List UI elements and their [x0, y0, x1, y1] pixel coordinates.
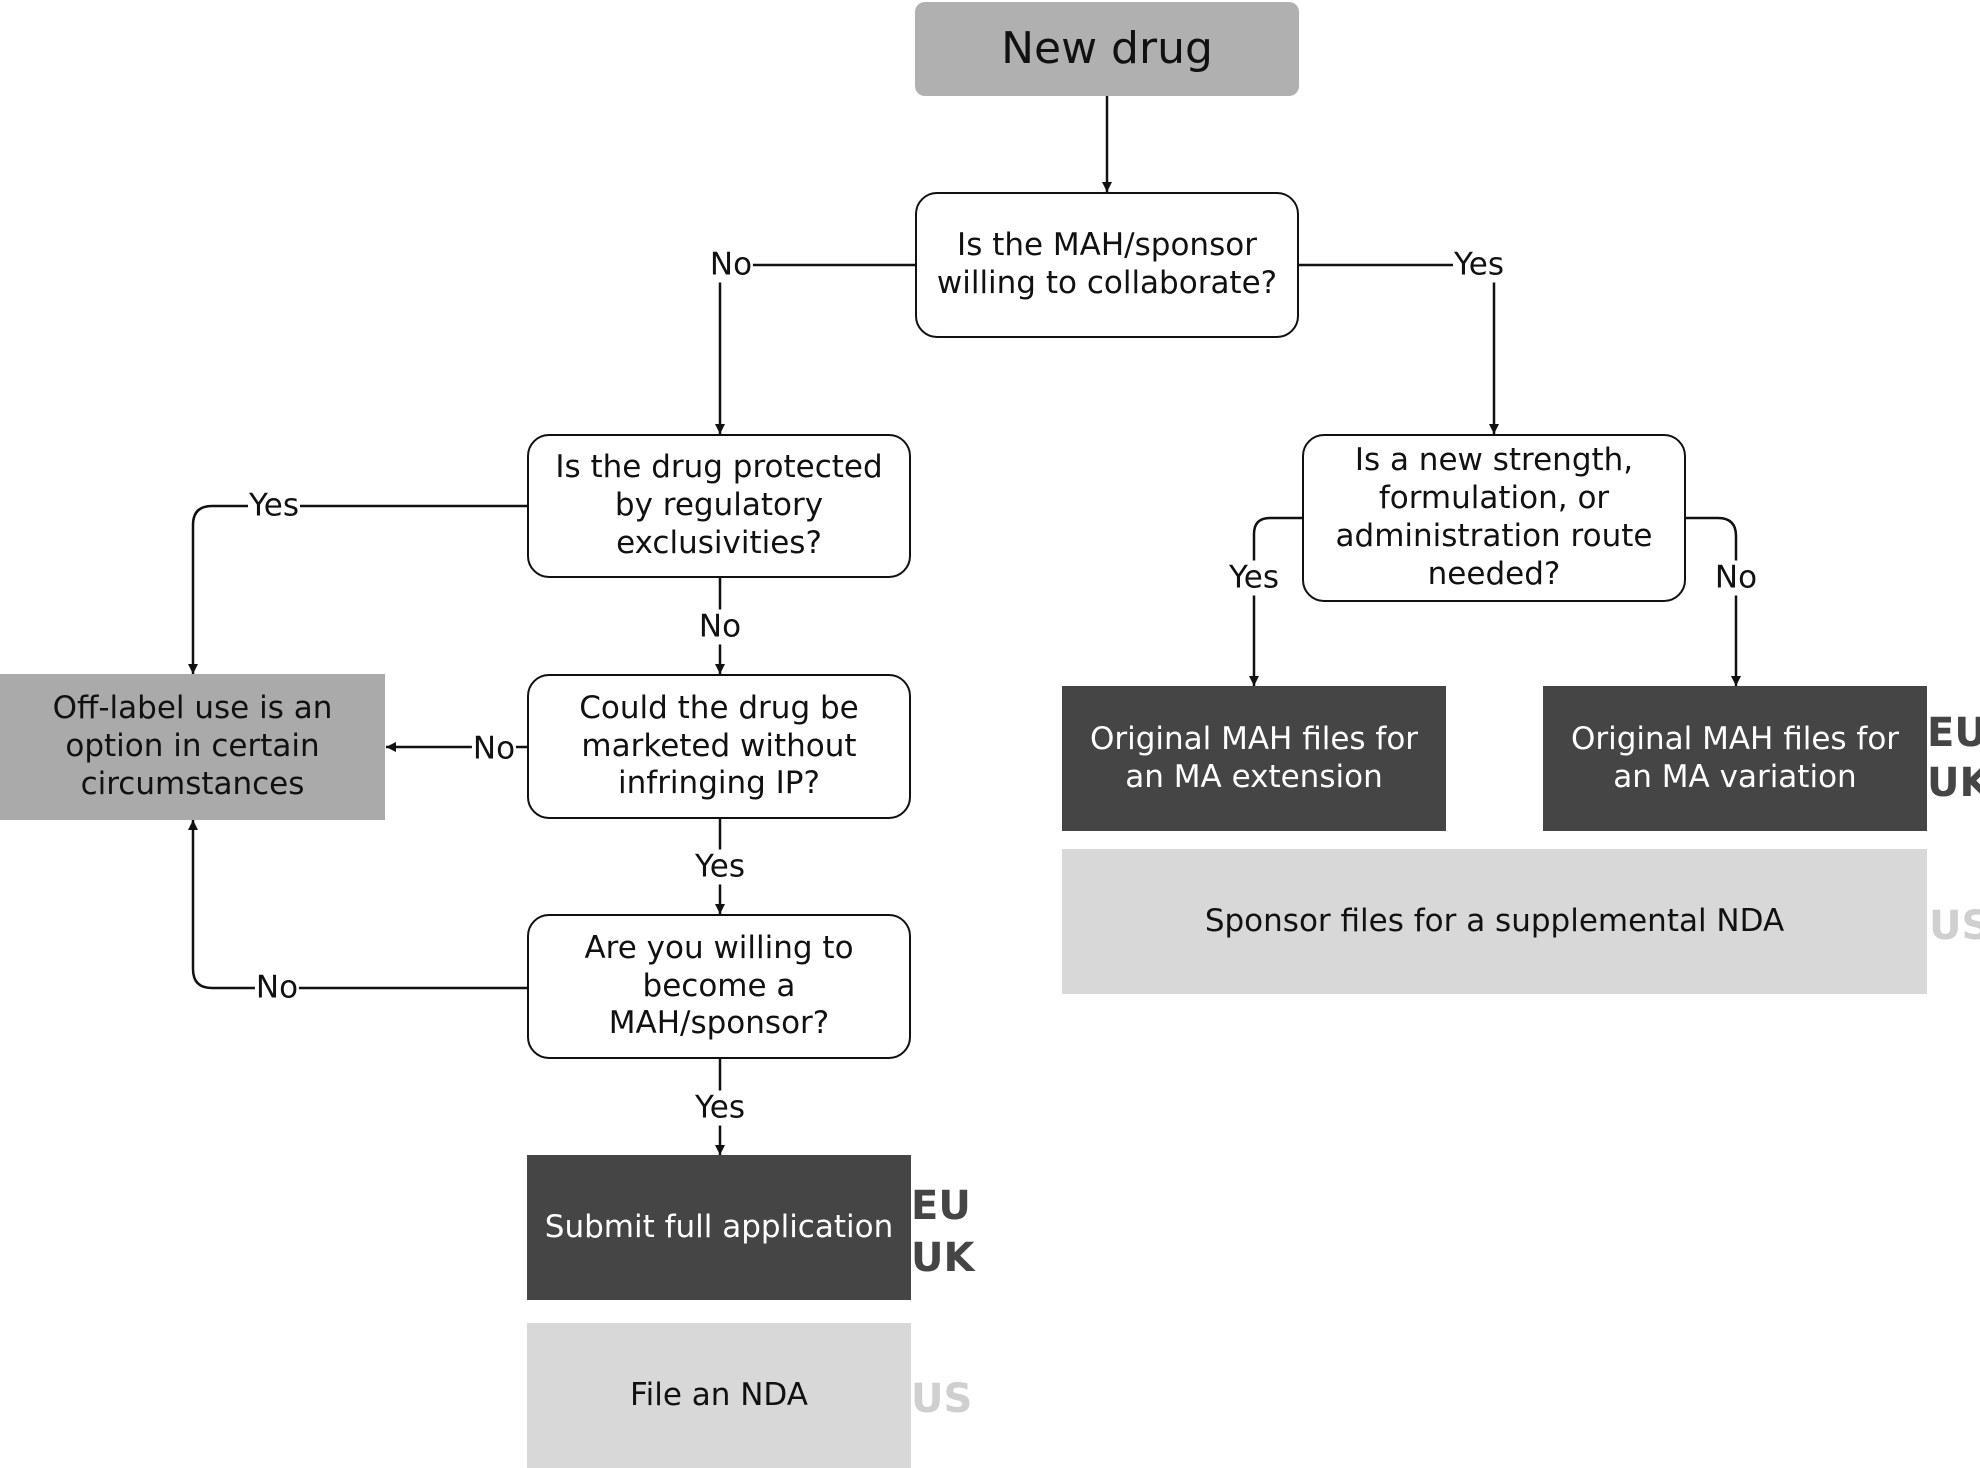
region-label-uk: UK: [911, 1235, 975, 1281]
outcome-ma-variation: Original MAH files for an MA variation: [1543, 686, 1927, 831]
edge-label-become-yes: Yes: [693, 1089, 747, 1126]
outcome-full-application: Submit full application: [527, 1155, 911, 1300]
outcome-ma-extension: Original MAH files for an MA extension: [1062, 686, 1446, 831]
edge-label-protected-no: No: [697, 608, 743, 645]
edge-collaborate-no: [715, 263, 915, 434]
outcome-off-label: Off-label use is an option in certain ci…: [0, 674, 385, 820]
edge-label-collaborate-yes: Yes: [1452, 246, 1506, 283]
edge-collaborate-yes: [1299, 263, 1499, 434]
edge-strength-no: [1686, 516, 1741, 686]
outcome-file-nda: File an NDA: [527, 1323, 911, 1468]
decision-collaborate: Is the MAH/sponsor willing to collaborat…: [915, 192, 1299, 338]
decision-become-mah: Are you willing to become a MAH/sponsor?: [527, 914, 911, 1059]
edge-label-become-no: No: [254, 969, 300, 1006]
region-label-us: US: [1929, 903, 1980, 949]
edge-label-collaborate-no: No: [708, 246, 754, 283]
start-node-new-drug: New drug: [915, 2, 1299, 96]
edge-label-protected-yes: Yes: [247, 487, 301, 524]
region-label-us: US: [911, 1376, 973, 1422]
edge-strength-yes: [1249, 516, 1302, 686]
outcome-supplemental-nda: Sponsor files for a supplemental NDA: [1062, 849, 1927, 994]
edge-label-strength-no: No: [1713, 559, 1759, 596]
region-label-eu: EU: [1927, 710, 1980, 756]
edge-become-no: [188, 820, 527, 990]
edge-label-strength-yes: Yes: [1227, 559, 1281, 596]
decision-infringing-ip: Could the drug be marketed without infri…: [527, 674, 911, 819]
edge-protected-yes: [188, 504, 527, 674]
decision-new-strength: Is a new strength, formulation, or admin…: [1302, 434, 1686, 602]
decision-protected: Is the drug protected by regulatory excl…: [527, 434, 911, 578]
region-label-eu: EU: [911, 1183, 971, 1229]
edge-label-infringing-no: No: [471, 730, 517, 767]
edge-label-infringing-yes: Yes: [693, 848, 747, 885]
region-label-uk: UK: [1927, 760, 1980, 806]
